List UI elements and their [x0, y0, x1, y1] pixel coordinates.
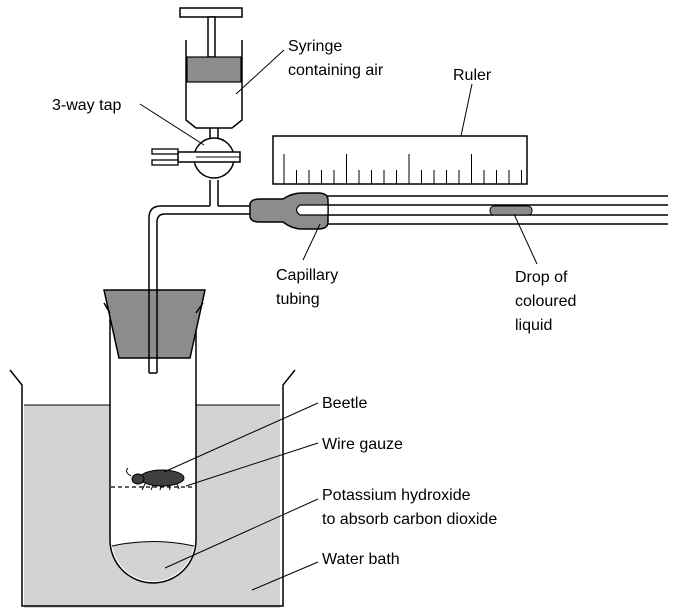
rubber-bung	[103, 289, 206, 359]
ruler	[272, 135, 528, 185]
capillary-tubing	[249, 192, 668, 230]
beaker-outline	[9, 369, 296, 607]
label-syringe-line2: containing air	[288, 62, 384, 79]
syringe-plunger	[186, 56, 242, 83]
leader-lines	[139, 49, 538, 591]
label-drop-line1: Drop of	[515, 269, 568, 286]
three-way-tap	[151, 128, 241, 179]
beetle	[126, 467, 185, 491]
koh-solution	[112, 540, 194, 581]
tube-connector	[249, 192, 329, 230]
label-syringe-line1: Syringe	[288, 38, 342, 55]
label-ruler: Ruler	[453, 67, 492, 84]
tube-glass	[110, 305, 196, 583]
label-wire-gauze: Wire gauze	[322, 436, 403, 453]
label-capillary-line2: tubing	[276, 291, 320, 308]
label-water-bath: Water bath	[322, 551, 400, 568]
label-three-way-tap: 3-way tap	[52, 97, 121, 114]
label-capillary-line1: Capillary	[276, 267, 338, 284]
label-drop-line2: coloured	[515, 293, 576, 310]
label-koh-line1: Potassium hydroxide	[322, 487, 471, 504]
syringe	[179, 7, 243, 129]
label-beetle: Beetle	[322, 395, 367, 412]
label-drop-line3: liquid	[515, 317, 552, 334]
coloured-drop	[489, 205, 533, 216]
label-koh-line2: to absorb carbon dioxide	[322, 511, 497, 528]
delivery-tube	[148, 180, 278, 374]
